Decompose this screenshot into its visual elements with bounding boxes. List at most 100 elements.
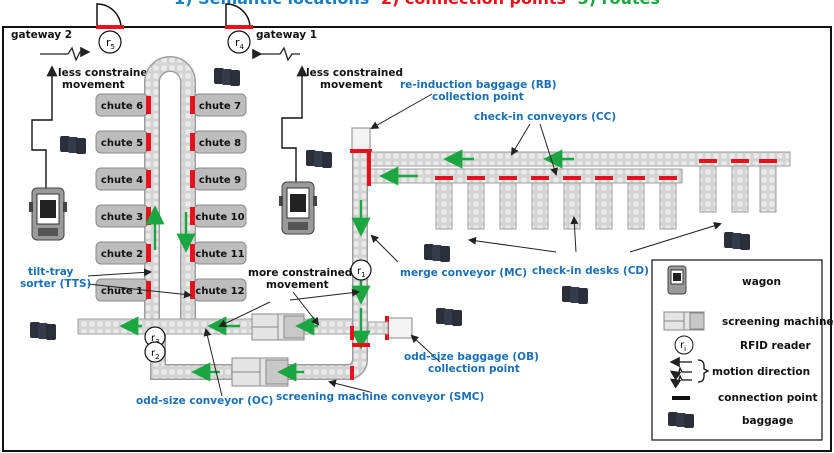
- label-pointer-lines: [87, 93, 722, 397]
- chutes-left-column: chute 6 chute 5 chute 4 chute 3 chute 2 chute…: [95, 93, 151, 302]
- chute-label: chute 4: [101, 175, 143, 186]
- title-part-connection: 2) connection points: [381, 0, 566, 8]
- chute-label: chute 2: [101, 249, 143, 260]
- wagon-left: [29, 187, 67, 241]
- baggage-icon: [30, 322, 56, 340]
- check-in-desk: [627, 176, 645, 230]
- wagon-right: [279, 181, 317, 235]
- gateway-1-door: [225, 3, 253, 29]
- less-constrained-label-right: less constrained movement: [306, 67, 407, 91]
- ob-collection-box: [387, 317, 413, 339]
- diagram-frame: [2, 26, 832, 452]
- check-in-desk: [731, 159, 749, 213]
- reader-r1: r1: [350, 259, 372, 281]
- chute-right: chute 8: [190, 130, 247, 154]
- oc-label: odd-size conveyor (OC): [136, 395, 273, 407]
- chute-label: chute 8: [199, 138, 241, 149]
- check-in-desk: [699, 159, 717, 213]
- legend-connection-label: connection point: [718, 392, 818, 404]
- chute-right: chute 9: [190, 167, 247, 191]
- legend-baggage-icon: [668, 412, 694, 428]
- baggage-icon: [724, 232, 750, 250]
- check-in-desk: [595, 176, 613, 230]
- check-in-desk: [531, 176, 549, 230]
- svg-text:ri: ri: [680, 340, 686, 353]
- chute-label: chute 3: [101, 212, 143, 223]
- baggage-icon: [60, 136, 86, 154]
- gateway-2-door: [96, 3, 124, 29]
- chute-label: chute 9: [199, 175, 241, 186]
- legend-reader-label: RFID reader: [740, 340, 812, 352]
- legend: wagon screening machine ri RFID reader m…: [651, 259, 834, 441]
- reader-r3: r3: [144, 326, 166, 348]
- legend-baggage-label: baggage: [742, 415, 793, 427]
- reader-r2: r2: [144, 341, 166, 363]
- title-part-semantic: 1) Semantic locations: [174, 0, 369, 8]
- less-constrained-path-right: [281, 65, 308, 182]
- svg-text:r4: r4: [235, 36, 245, 51]
- svg-text:r1: r1: [357, 266, 366, 279]
- chute-right: chute 11: [190, 241, 247, 265]
- chute-label: chute 10: [195, 212, 244, 223]
- ob-label: odd-size baggage (OB)collection point: [404, 351, 539, 375]
- smc-label: screening machine conveyor (SMC): [276, 391, 484, 403]
- screening-machine-lower: [231, 357, 289, 387]
- figure-title: 1) Semantic locations 2) connection poin…: [174, 0, 660, 8]
- less-constrained-label-left: less constrained movement: [58, 67, 159, 91]
- chute-label: chute 1: [101, 286, 143, 297]
- check-in-desk: [467, 176, 485, 230]
- legend-wagon-label: wagon: [742, 276, 781, 288]
- chute-label: chute 11: [195, 249, 244, 260]
- rb-collection-box: [351, 127, 371, 151]
- gateway-1-label: gateway 1: [256, 29, 317, 41]
- legend-motion-icon: [669, 356, 710, 389]
- baggage-icon: [306, 150, 332, 168]
- check-in-desk: [659, 176, 677, 230]
- legend-screening-label: screening machine: [722, 316, 834, 328]
- mc-label: merge conveyor (MC): [400, 267, 527, 279]
- chute-right: chute 7: [190, 93, 247, 117]
- chutes-right-column: chute 7 chute 8 chute 9 chute 10 chute 11 chu…: [190, 93, 247, 302]
- title-part-routes: 3) routes: [578, 0, 660, 8]
- chute-label: chute 12: [195, 286, 244, 297]
- legend-screening-icon: [663, 311, 705, 331]
- chute-label: chute 7: [199, 101, 241, 112]
- chute-left: chute 6: [95, 93, 151, 117]
- gateway-2-label: gateway 2: [11, 29, 72, 41]
- chute-right: chute 10: [190, 204, 247, 228]
- cd-label: check-in desks (CD): [532, 265, 649, 277]
- legend-wagon-icon: [667, 265, 687, 295]
- check-in-desk: [499, 176, 517, 230]
- chute-left: chute 1: [95, 278, 151, 302]
- chute-label: chute 6: [101, 101, 143, 112]
- check-in-desks: [435, 159, 777, 230]
- reader-r4: r4: [227, 30, 251, 54]
- chute-left: chute 3: [95, 204, 151, 228]
- screening-machine-upper: [251, 313, 305, 341]
- svg-text:r5: r5: [106, 36, 115, 51]
- chute-right: chute 12: [190, 278, 247, 302]
- check-in-desk: [563, 176, 581, 230]
- connection-points: [350, 326, 370, 380]
- check-in-desk: [759, 159, 777, 213]
- baggage-icon: [562, 286, 588, 304]
- legend-reader-icon: ri: [674, 335, 694, 355]
- chute-left: chute 2: [95, 241, 151, 265]
- legend-motion-label: motion direction: [712, 366, 810, 378]
- motion-symbol-g1: [252, 46, 300, 62]
- baggage-icon: [424, 244, 450, 262]
- check-in-desk: [435, 176, 453, 230]
- rb-label: re-induction baggage (RB)collection poin…: [400, 79, 557, 103]
- less-constrained-path-left: [31, 65, 58, 190]
- cc-label: check-in conveyors (CC): [474, 111, 616, 123]
- chute-left: chute 4: [95, 167, 151, 191]
- baggage-icon: [436, 308, 462, 326]
- motion-symbol-g2: [40, 46, 91, 62]
- reader-r5: r5: [98, 30, 122, 54]
- chute-left: chute 5: [95, 130, 151, 154]
- baggage-icon: [214, 68, 240, 86]
- chute-label: chute 5: [101, 138, 143, 149]
- svg-text:r2: r2: [151, 348, 160, 361]
